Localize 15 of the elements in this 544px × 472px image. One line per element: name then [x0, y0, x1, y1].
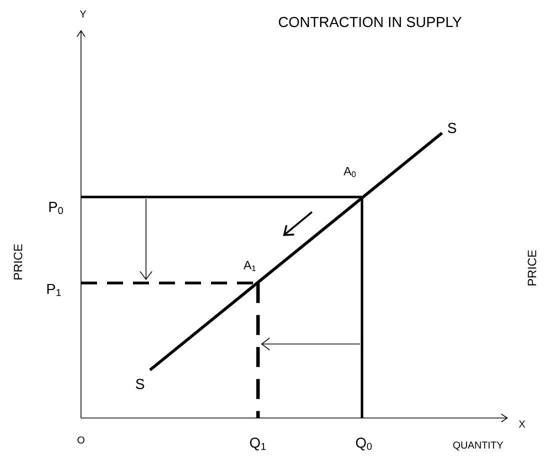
curve-label: S — [448, 122, 456, 134]
axis-title: PRICE — [14, 244, 22, 280]
axis-title: QUANTITY — [453, 442, 504, 450]
quantity-label: Q$_{0}$ — [356, 438, 372, 450]
point-label: A$_{0}$ — [344, 166, 356, 178]
point-label: A$_{1}$ — [244, 260, 256, 272]
axis-label: Y — [80, 10, 86, 18]
axis-label: X — [518, 420, 526, 428]
price-label: P$_{0}$ — [49, 202, 63, 214]
origin-label: O — [78, 436, 84, 444]
axis-title: PRICE — [528, 250, 536, 286]
curve-label: S — [136, 378, 144, 390]
chart-title: CONTRACTION IN SUPPLY — [278, 16, 462, 28]
quantity-label: Q$_{1}$ — [250, 438, 266, 450]
price-label: P$_{1}$ — [47, 284, 61, 296]
